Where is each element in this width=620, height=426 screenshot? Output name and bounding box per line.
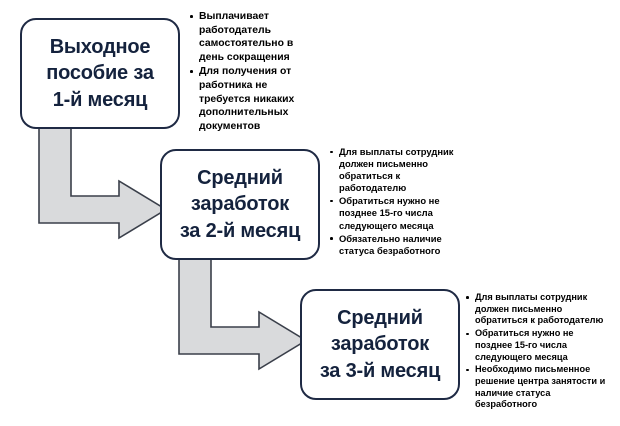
stage-3-bullet-item: Необходимо письменное решение центра зан…: [466, 364, 610, 411]
stage-3-bullet-list: Для выплаты сотрудник должен письменно о…: [466, 292, 610, 412]
stage-3-line-2: заработок: [330, 333, 430, 356]
stage-2-line-2: заработок: [190, 193, 290, 216]
stage-3-line-3: за 3-й месяц: [319, 359, 441, 382]
stage-3-bullet-item: Обратиться нужно не позднее 15-го числа …: [466, 328, 610, 363]
stage-3-line-1: Средний: [337, 306, 423, 329]
stage-2-bullet-item: Для выплаты сотрудник должен письменно о…: [330, 146, 456, 194]
stage-2-line-1: Средний: [197, 166, 283, 189]
stage-2-line-3: за 2-й месяц: [179, 219, 301, 242]
stage-1-line-1: Выходное: [49, 35, 151, 58]
arrow-stage2-to-stage3: [178, 258, 308, 371]
stage-1-line-3: 1-й месяц: [52, 88, 148, 111]
stage-box-1[interactable]: Выходное пособие за 1-й месяц: [20, 18, 180, 129]
stage-1-bullet-item: Выплачивает работодатель самостоятельно …: [190, 10, 308, 64]
stage-3-bullet-item: Для выплаты сотрудник должен письменно о…: [466, 292, 610, 327]
stage-box-2[interactable]: Средний заработок за 2-й месяц: [160, 149, 320, 260]
stage-2-bullet-item: Обратиться нужно не позднее 15-го числа …: [330, 195, 456, 231]
stage-1-bullet-list: Выплачивает работодатель самостоятельно …: [190, 10, 308, 134]
stage-box-3[interactable]: Средний заработок за 3-й месяц: [300, 289, 460, 400]
stage-2-bullet-item: Обязательно наличие статуса безработного: [330, 233, 456, 257]
stage-1-bullet-item: Для получения от работника не требуется …: [190, 65, 308, 133]
stage-2-bullet-list: Для выплаты сотрудник должен письменно о…: [330, 146, 456, 258]
arrow-stage1-to-stage2: [38, 127, 168, 240]
stage-1-line-2: пособие за: [46, 62, 154, 85]
